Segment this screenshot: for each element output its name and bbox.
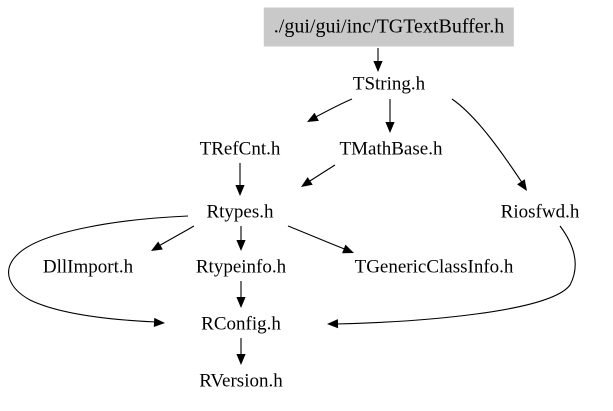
edge-rtypes-to-tgeneric bbox=[287, 225, 354, 254]
arrowhead-icon bbox=[373, 61, 383, 72]
node-riosfwd[interactable]: Riosfwd.h bbox=[500, 201, 580, 223]
edge-tstring-to-tmathbase bbox=[385, 99, 395, 133]
edge-tmathbase-to-rtypes bbox=[301, 164, 336, 187]
node-root[interactable]: ./gui/gui/inc/TGTextBuffer.h bbox=[263, 7, 515, 47]
edge-rtypes-to-rtypeinfo bbox=[236, 226, 246, 251]
edge-rtypes-to-rconfig bbox=[8, 215, 189, 328]
arrowhead-icon bbox=[236, 240, 246, 251]
node-tstring[interactable]: TString.h bbox=[352, 73, 426, 95]
arrowhead-icon bbox=[301, 177, 313, 187]
arrowhead-icon bbox=[153, 317, 165, 328]
edge-line bbox=[156, 225, 195, 248]
node-tgeneric[interactable]: TGenericClassInfo.h bbox=[354, 256, 514, 278]
arrowhead-icon bbox=[235, 185, 245, 196]
edge-tstring-to-trefcnt bbox=[307, 98, 353, 122]
edge-riosfwd-to-rconfig bbox=[327, 225, 576, 329]
edge-line bbox=[287, 225, 348, 251]
arrowhead-icon bbox=[236, 297, 246, 308]
edge-line bbox=[306, 164, 336, 184]
node-dllimport[interactable]: DllImport.h bbox=[42, 256, 134, 278]
arrowhead-icon bbox=[307, 112, 319, 122]
node-rversion[interactable]: RVersion.h bbox=[199, 370, 283, 392]
arrowhead-icon bbox=[236, 354, 246, 365]
node-rtypeinfo[interactable]: Rtypeinfo.h bbox=[195, 256, 287, 278]
node-tmathbase[interactable]: TMathBase.h bbox=[339, 138, 443, 160]
edge-line bbox=[8, 215, 189, 323]
edge-rconfig-to-rversion bbox=[236, 338, 246, 365]
edge-root-to-tstring bbox=[373, 48, 383, 72]
edge-line bbox=[451, 98, 524, 185]
node-rtypes[interactable]: Rtypes.h bbox=[206, 201, 274, 223]
node-rconfig[interactable]: RConfig.h bbox=[201, 313, 281, 335]
arrowhead-icon bbox=[327, 319, 339, 329]
node-trefcnt[interactable]: TRefCnt.h bbox=[199, 138, 281, 160]
arrowhead-icon bbox=[151, 241, 163, 251]
arrowhead-icon bbox=[342, 244, 354, 254]
edge-line bbox=[335, 225, 576, 325]
edge-rtypes-to-dllimport bbox=[151, 225, 195, 251]
edge-rtypeinfo-to-rconfig bbox=[236, 281, 246, 308]
arrowhead-icon bbox=[517, 179, 527, 191]
edge-line bbox=[311, 98, 353, 120]
arrowhead-icon bbox=[385, 122, 395, 133]
edge-trefcnt-to-rtypes bbox=[235, 163, 245, 196]
edge-tstring-to-riosfwd bbox=[451, 98, 527, 191]
